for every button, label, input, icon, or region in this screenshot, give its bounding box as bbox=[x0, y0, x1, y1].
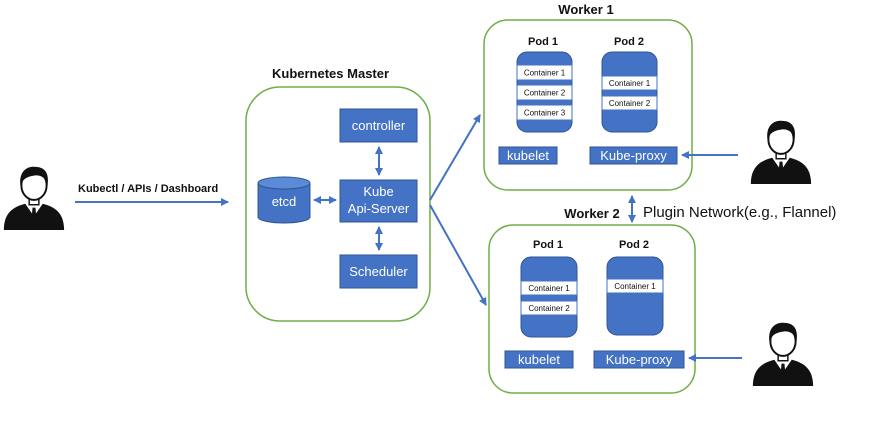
etcd-database bbox=[257, 176, 311, 224]
worker1-pod1-container1-label: Container 1 bbox=[524, 69, 566, 78]
worker2-pod1-container1 bbox=[520, 280, 578, 296]
worker2-pod1-title: Pod 1 bbox=[533, 239, 563, 251]
worker1-kube-proxy bbox=[589, 146, 678, 165]
etcd-label: etcd bbox=[272, 194, 297, 209]
worker1-pod2 bbox=[601, 51, 658, 133]
user-icon bbox=[749, 119, 813, 184]
master-worker2-arrow bbox=[429, 204, 487, 306]
worker2-pod2-container1-label: Container 1 bbox=[614, 282, 656, 291]
worker2-pod2-title: Pod 2 bbox=[619, 239, 649, 251]
worker2-kube-proxy-label: Kube-proxy bbox=[606, 352, 673, 367]
worker1-pod1-container2-label: Container 2 bbox=[524, 89, 566, 98]
worker2-group bbox=[488, 224, 696, 394]
master-worker1-arrow bbox=[429, 114, 481, 201]
user-icon bbox=[751, 321, 815, 386]
plugin-network-label: Plugin Network(e.g., Flannel) bbox=[643, 204, 836, 221]
worker2-kube-proxy bbox=[593, 350, 685, 369]
worker1-pod2-container1 bbox=[601, 75, 658, 91]
worker2-pod1-container2 bbox=[520, 300, 578, 316]
worker1-pod1-container3 bbox=[516, 104, 573, 121]
worker2-pod1 bbox=[520, 256, 578, 338]
scheduler-box bbox=[339, 254, 418, 289]
worker2-kubelet-label: kubelet bbox=[518, 352, 560, 367]
worker1-pod1-container3-label: Container 3 bbox=[524, 109, 566, 118]
worker1-kubelet bbox=[498, 146, 558, 165]
master-group bbox=[245, 86, 431, 322]
api-server-label-1: Kube bbox=[363, 184, 393, 199]
worker1-pod2-container1-label: Container 1 bbox=[609, 79, 651, 88]
controller-label: controller bbox=[352, 118, 406, 133]
worker2-pod1-container1-label: Container 1 bbox=[528, 284, 570, 293]
scheduler-label: Scheduler bbox=[349, 264, 408, 279]
api-server-label-2: Api-Server bbox=[348, 201, 410, 216]
api-server-box bbox=[339, 179, 418, 223]
worker1-pod2-container2 bbox=[601, 95, 658, 111]
worker1-kube-proxy-label: Kube-proxy bbox=[600, 148, 667, 163]
worker2-pod1-container2-label: Container 2 bbox=[528, 304, 570, 313]
worker1-pod2-container2-label: Container 2 bbox=[609, 99, 651, 108]
worker1-pod2-title: Pod 2 bbox=[614, 36, 644, 48]
user-icon bbox=[2, 165, 66, 230]
worker2-title: Worker 2 bbox=[564, 206, 619, 221]
worker1-kubelet-label: kubelet bbox=[507, 148, 549, 163]
worker1-pod1-title: Pod 1 bbox=[528, 36, 558, 48]
worker1-group bbox=[483, 19, 693, 191]
client-arrow-label: Kubectl / APIs / Dashboard bbox=[78, 183, 218, 195]
controller-box bbox=[339, 108, 418, 143]
worker1-title: Worker 1 bbox=[558, 2, 613, 17]
worker2-pod2 bbox=[606, 256, 664, 336]
worker2-pod2-container1 bbox=[606, 278, 664, 294]
worker2-kubelet bbox=[504, 350, 574, 369]
worker1-pod1-container1 bbox=[516, 64, 573, 81]
master-title: Kubernetes Master bbox=[272, 66, 389, 81]
worker1-pod1-container2 bbox=[516, 84, 573, 101]
